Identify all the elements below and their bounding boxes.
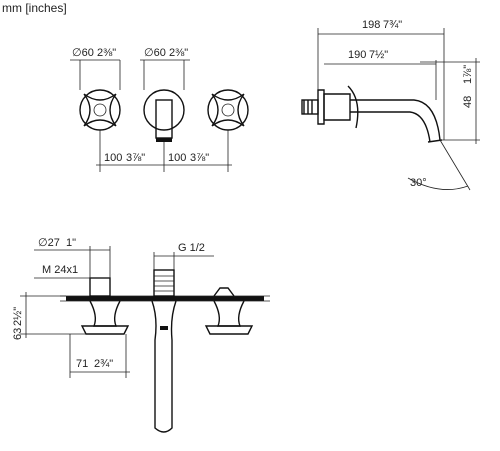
front-view: ∅60 2⅜" ∅60 2⅜" 100 3⅞" 100 3⅞"	[70, 47, 249, 172]
units-label: mm [inches]	[2, 1, 67, 15]
bore-diameter-dim: ∅27 1"	[34, 237, 111, 278]
offset-in: 2¾"	[94, 358, 113, 370]
side-body	[301, 85, 443, 143]
bore-dia-in: 1"	[66, 237, 76, 249]
spout-length: 190	[348, 49, 366, 61]
section-view: ∅27 1" M 24x1 G 1/2 63 2½" 71	[12, 237, 270, 433]
bore-dia: ∅27	[38, 237, 60, 249]
front-spout	[143, 89, 185, 142]
spacing-right-in: 3⅞"	[190, 152, 209, 164]
depth-dim: 63 2½"	[12, 292, 86, 340]
offset-value: 71	[76, 358, 88, 370]
spacing-left-in: 3⅞"	[126, 152, 145, 164]
depth-value: 63	[12, 328, 24, 340]
angle-value: 30°	[410, 177, 427, 189]
right-handle	[207, 89, 249, 131]
handle-dia-left-in: 2⅜"	[97, 47, 116, 59]
angle-dim: 30°	[407, 139, 471, 191]
handle-diameter-dims: ∅60 2⅜" ∅60 2⅜"	[70, 47, 190, 90]
spout-length-in: 7½"	[369, 49, 388, 61]
section-left-valve	[80, 277, 130, 335]
section-right-valve	[204, 287, 254, 335]
spacing-right: 100	[168, 152, 186, 164]
wall-panel	[66, 296, 264, 301]
depth-in: 2½"	[12, 307, 24, 326]
thread-label: M 24x1	[42, 264, 78, 276]
pipe-thread-dim: G 1/2	[153, 242, 214, 270]
spacing-left: 100	[104, 152, 122, 164]
spacing-dims: 100 3⅞" 100 3⅞"	[96, 130, 232, 172]
height-value: 48	[462, 96, 474, 108]
height-in: 1⅞"	[462, 65, 474, 84]
side-view: 198 7¾" 190 7½" 48 1⅞" 30°	[301, 19, 480, 191]
overall-length-dim: 198 7¾"	[317, 19, 445, 140]
section-spout	[151, 269, 177, 433]
offset-dim: 71 2¾"	[69, 334, 130, 378]
height-dim: 48 1⅞"	[420, 58, 480, 144]
handle-dia-left: ∅60	[72, 47, 94, 59]
spout-length-dim: 190 7½"	[324, 49, 437, 100]
thread-dim: M 24x1	[34, 264, 110, 279]
overall-length-in: 7¾"	[383, 19, 402, 31]
handle-dia-right-in: 2⅜"	[169, 47, 188, 59]
handle-dia-right: ∅60	[144, 47, 166, 59]
left-handle	[79, 89, 121, 131]
overall-length: 198	[362, 19, 380, 31]
pipe-thread-label: G 1/2	[178, 242, 205, 254]
